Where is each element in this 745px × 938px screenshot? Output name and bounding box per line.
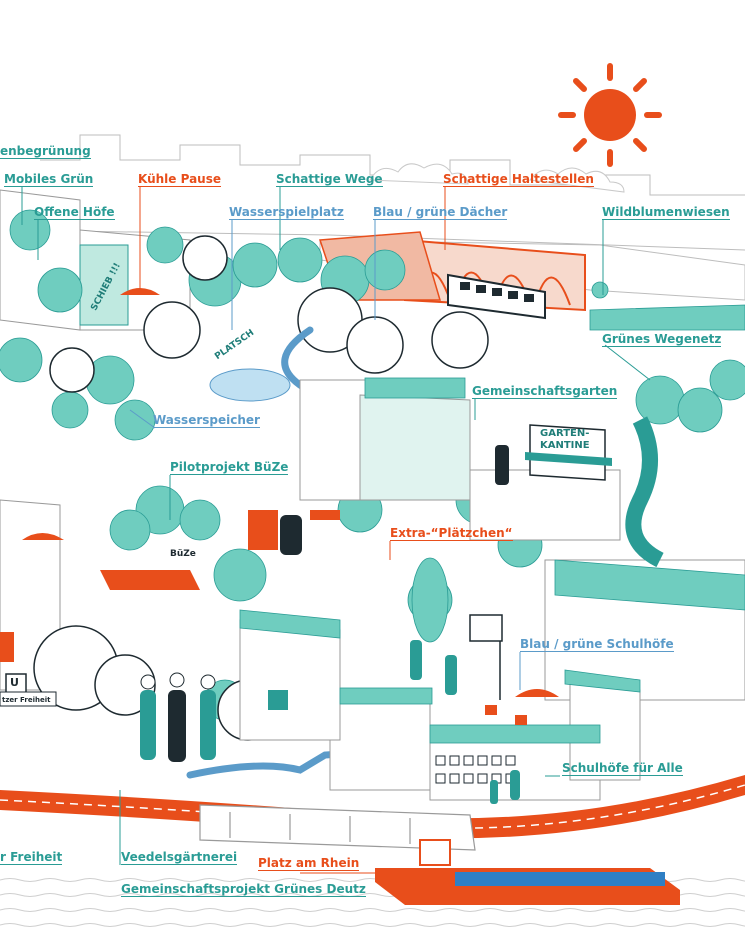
floating-pool [375,839,680,905]
school-windows [435,755,516,784]
people [140,445,520,804]
label-fassadenbegruenung[interactable]: enbegrünung [0,144,91,159]
u-bahn-sign [0,632,57,707]
label-blau-gruene-daecher[interactable]: Blau / grüne Dächer [373,205,508,220]
label-gemeinschaftsgarten[interactable]: Gemeinschaftsgarten [472,384,618,399]
seating [100,570,527,725]
label-mobiles-gruen[interactable]: Mobiles Grün [4,172,94,187]
bottom-tram [199,804,476,851]
sign-u: U [10,676,19,689]
label-wasserspielplatz[interactable]: Wasserspielplatz [229,205,344,220]
label-schulhoefe-fuer-alle[interactable]: Schulhöfe für Alle [562,761,683,776]
water-pool [209,368,291,402]
label-extra-plaetzchen[interactable]: Extra-“Plätzchen“ [390,526,513,541]
label-wildblumenwiesen[interactable]: Wildblumenwiesen [602,205,730,220]
green-path [625,416,664,568]
label-veedelsgaertnerei[interactable]: Veedelsgärtnerei [121,850,238,865]
clouds [369,163,625,193]
white-trees [33,235,489,741]
label-wasserspeicher[interactable]: Wasserspeicher [153,413,260,428]
phone-booth-icon [248,510,288,710]
sign-station: tzer Freiheit [2,696,51,704]
sign-schieb: SCHIEB !!! [89,261,123,313]
sign-bueze: BüZe [170,549,196,559]
tram-icon [447,273,546,320]
label-kuehle-pause[interactable]: Kühle Pause [138,172,221,187]
label-gemeinschaftsprojekt-gruenes-deutz[interactable]: Gemeinschaftsprojekt Grünes Deutz [121,882,366,897]
sign-garten-kantine-1: GARTEN- [540,428,590,439]
label-freiheit[interactable]: r Freiheit [0,850,63,865]
leader-lines [21,187,651,865]
sign-garten-kantine-2: KANTINE [540,440,590,451]
label-pilotprojekt-bueze[interactable]: Pilotprojekt BüZe [170,460,289,475]
label-schattige-haltestellen[interactable]: Schattige Haltestellen [443,172,594,187]
basketball-hoop [469,614,503,700]
label-offene-hoefe[interactable]: Offene Höfe [34,205,115,220]
green-roofs [239,304,745,744]
label-schattige-wege[interactable]: Schattige Wege [276,172,383,187]
label-blau-gruene-schulhoefe[interactable]: Blau / grüne Schulhöfe [520,637,674,652]
umbrellas [22,288,559,697]
garden-canteen [525,424,612,481]
label-gruenes-wegenetz[interactable]: Grünes Wegenetz [602,332,722,347]
sign-platsch: PLATSCH [213,327,257,363]
label-platz-am-rhein[interactable]: Platz am Rhein [258,856,360,871]
sun-icon [558,63,662,167]
